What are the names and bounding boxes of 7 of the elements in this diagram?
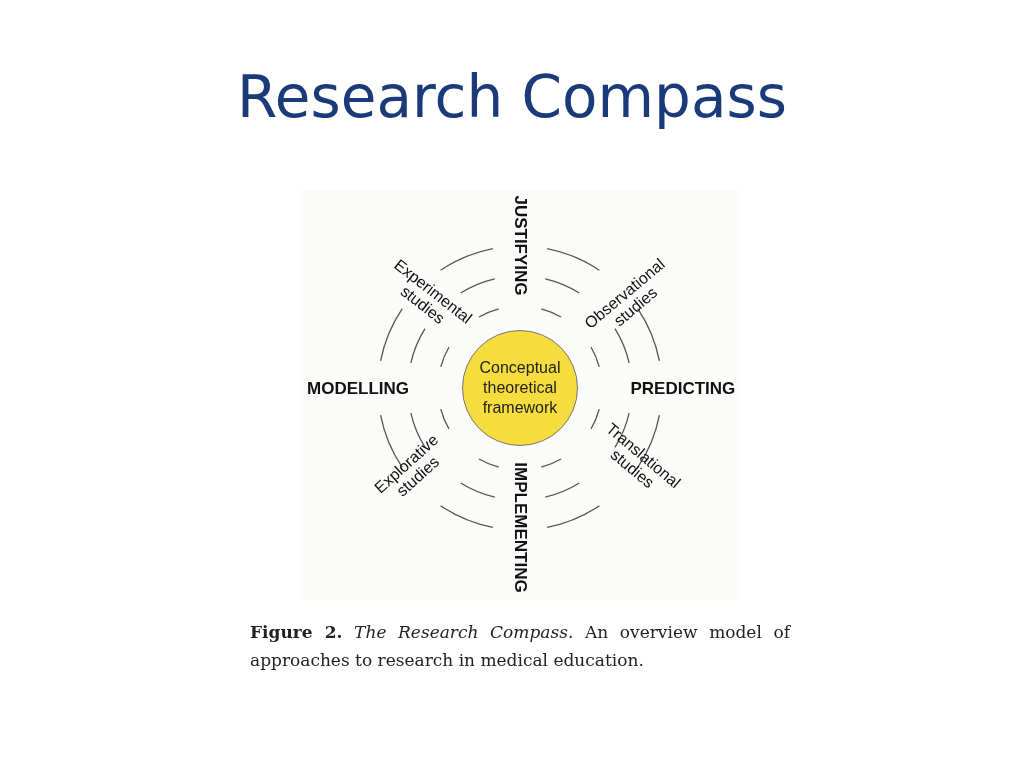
direction-label: PREDICTING [630, 379, 736, 397]
title: Research Compass [236, 62, 788, 132]
direction-label: MODELLING [307, 379, 409, 397]
concept-circle: Conceptual theoretical framework [462, 330, 578, 446]
figure-caption: Figure 2. The Research Compass. An overview model of approaches to research in medical education. [250, 621, 790, 672]
direction-label: IMPLEMENTING [511, 461, 529, 593]
direction-label: JUSTIFYING [511, 194, 529, 296]
